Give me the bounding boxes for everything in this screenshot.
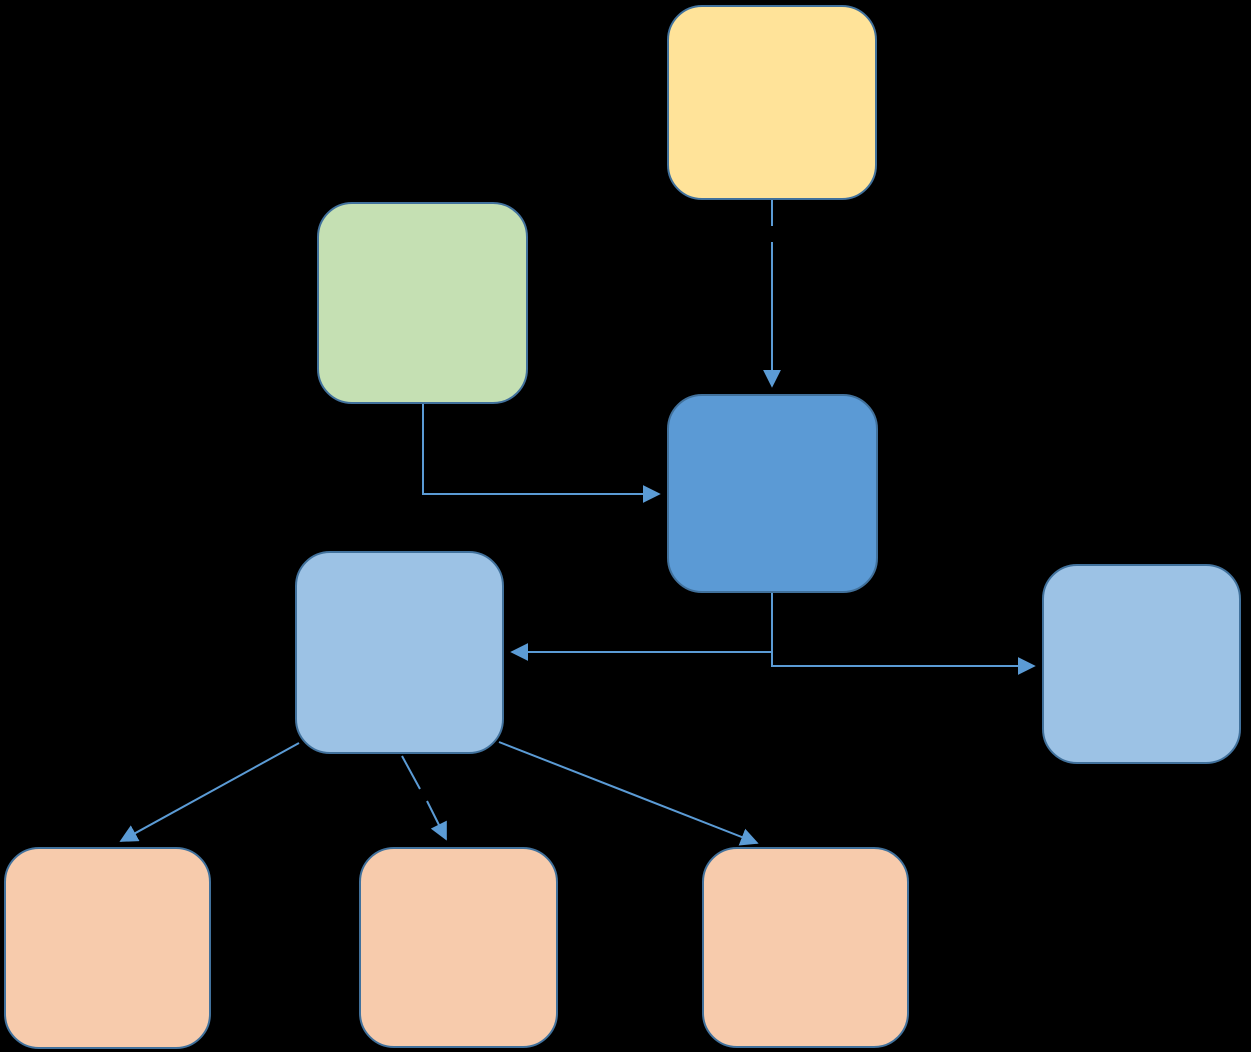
connector-green-to-blue[interactable] — [422, 404, 661, 503]
node-orange-2[interactable] — [359, 847, 558, 1048]
connector-lightblue-to-orange-3[interactable] — [498, 741, 759, 846]
node-orange-1[interactable] — [4, 847, 211, 1049]
connector-lightblue-to-orange-1[interactable] — [119, 742, 300, 842]
node-orange-3[interactable] — [702, 847, 909, 1048]
connector-blue-to-lightblue-right[interactable] — [771, 593, 1036, 675]
node-green[interactable] — [317, 202, 528, 404]
node-blue[interactable] — [667, 394, 878, 593]
connector-lightblue-to-orange-2[interactable] — [401, 755, 446, 839]
connector-blue-to-lightblue-left[interactable] — [510, 593, 773, 661]
node-lightblue-left[interactable] — [295, 551, 504, 754]
node-yellow[interactable] — [667, 5, 877, 200]
node-lightblue-right[interactable] — [1042, 564, 1241, 764]
